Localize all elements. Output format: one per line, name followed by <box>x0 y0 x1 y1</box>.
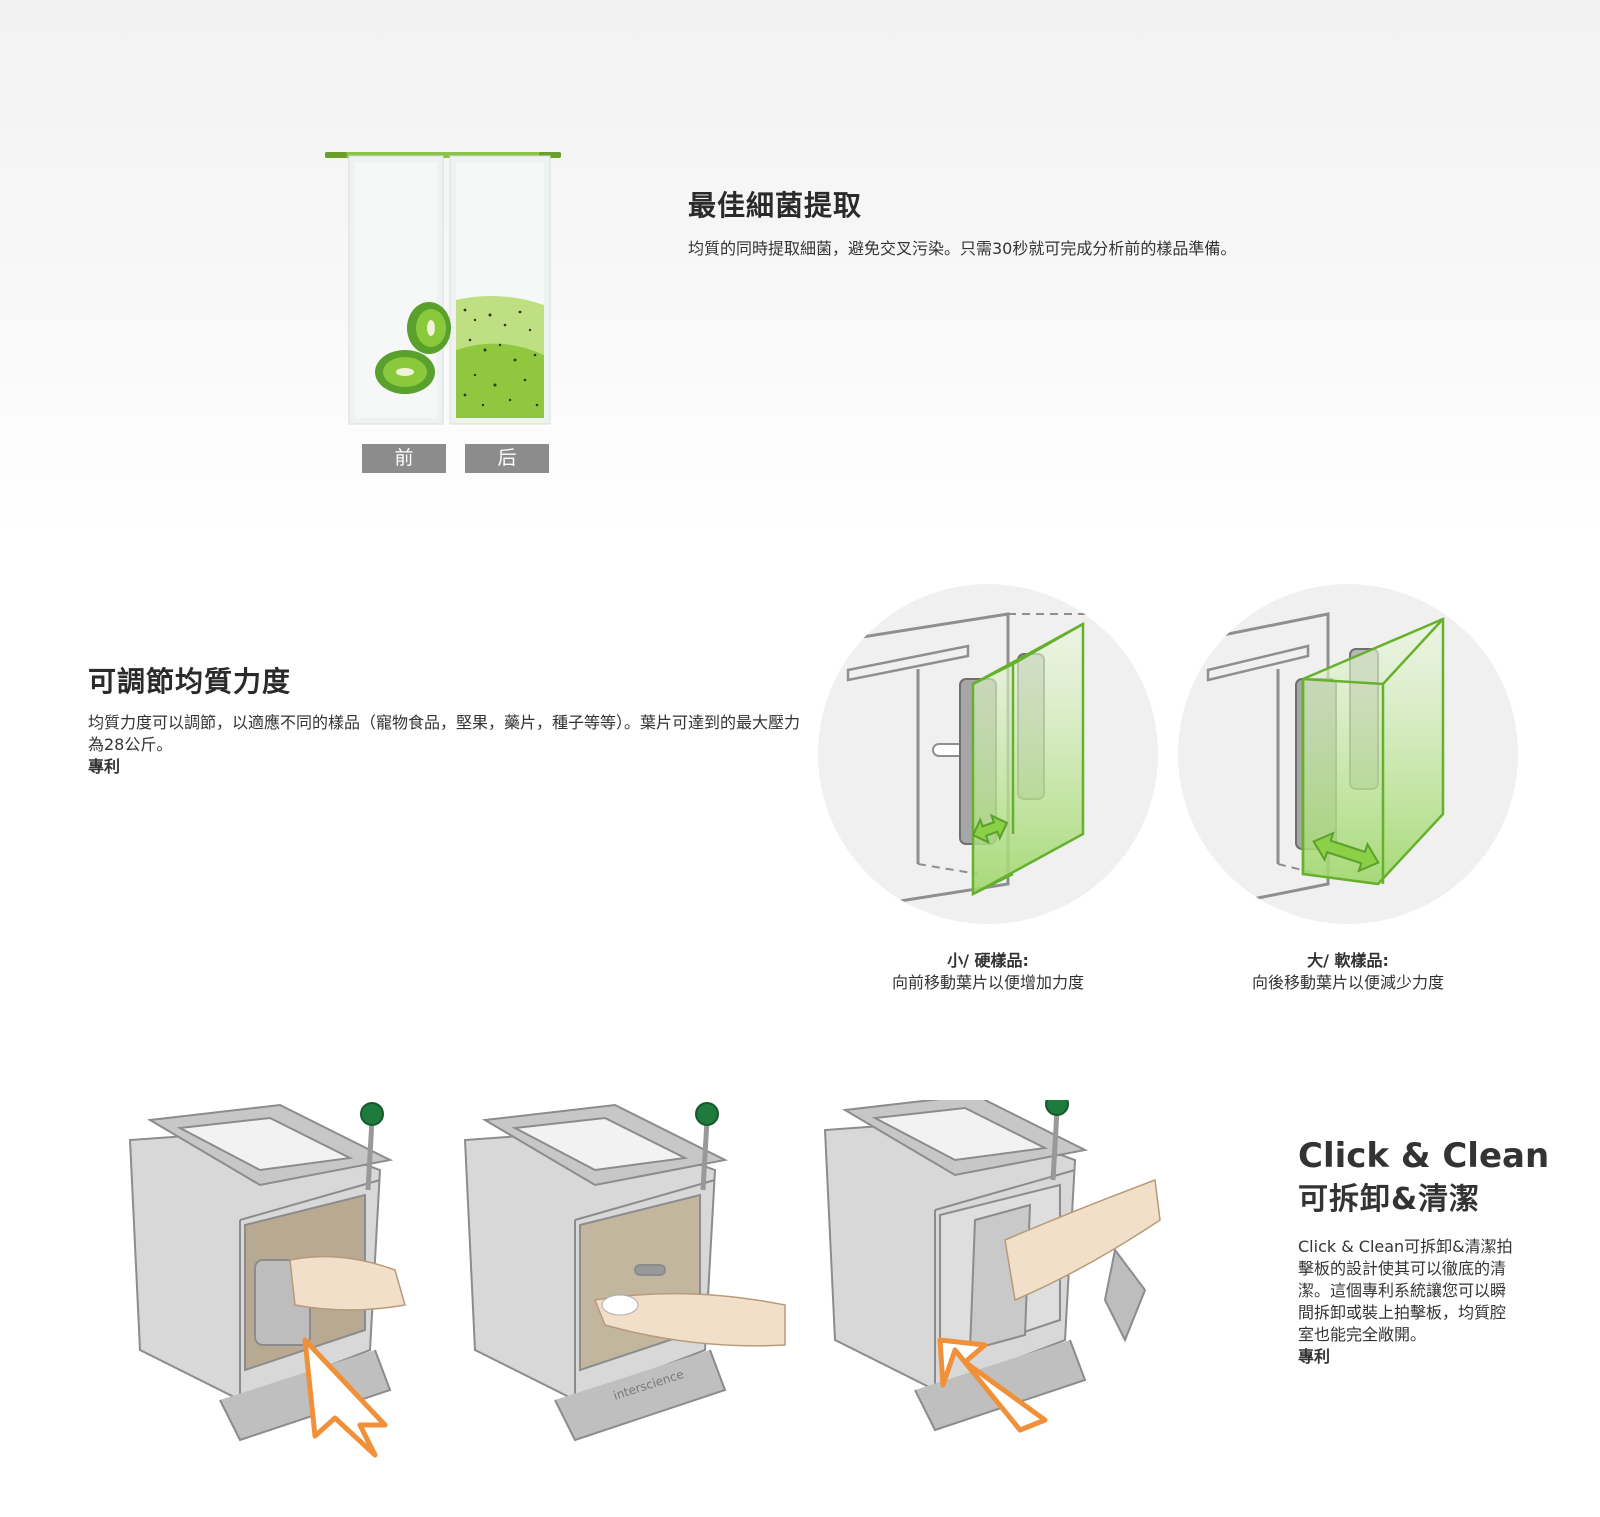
adjustable-patent: 專利 <box>88 757 121 776</box>
before-label: 前 <box>362 444 446 473</box>
small-sample-text: 向前移動葉片以便增加力度 <box>891 973 1084 992</box>
small-sample-title: 小/ 硬樣品: <box>947 951 1029 970</box>
large-sample-diagram <box>1178 584 1518 924</box>
click-clean-subtitle: 可拆卸&清潔 <box>1298 1182 1481 1217</box>
click-clean-patent: 專利 <box>1298 1347 1331 1366</box>
top-background <box>0 0 1600 540</box>
adjustable-description: 均質力度可以調節，以適應不同的樣品（寵物食品，堅果，藥片，種子等等）。葉片可達到… <box>88 713 801 754</box>
machine-paddle-install-illustration <box>823 1100 1161 1433</box>
sample-bag-illustration <box>325 152 561 425</box>
large-sample-caption: 大/ 軟樣品: 向後移動葉片以便減少力度 <box>1178 950 1518 994</box>
click-clean-description: Click & Clean可拆卸&清潔拍擊板的設計使其可以徹底的清潔。這個專利系… <box>1298 1237 1513 1344</box>
extraction-title: 最佳細菌提取 <box>688 189 863 222</box>
machine-chamber-cleaning-illustration: interscience <box>463 1102 786 1442</box>
adjustable-title: 可調節均質力度 <box>88 665 292 698</box>
machine-paddle-removal-illustration <box>128 1102 406 1458</box>
small-sample-diagram <box>818 584 1158 924</box>
extraction-description: 均質的同時提取細菌，避免交叉污染。只需30秒就可完成分析前的樣品準備。 <box>688 239 1237 258</box>
click-clean-title: Click & Clean <box>1298 1136 1550 1176</box>
large-sample-text: 向後移動葉片以便減少力度 <box>1251 973 1444 992</box>
large-sample-title: 大/ 軟樣品: <box>1307 951 1389 970</box>
small-sample-caption: 小/ 硬樣品: 向前移動葉片以便增加力度 <box>818 950 1158 994</box>
after-label: 后 <box>465 444 549 473</box>
